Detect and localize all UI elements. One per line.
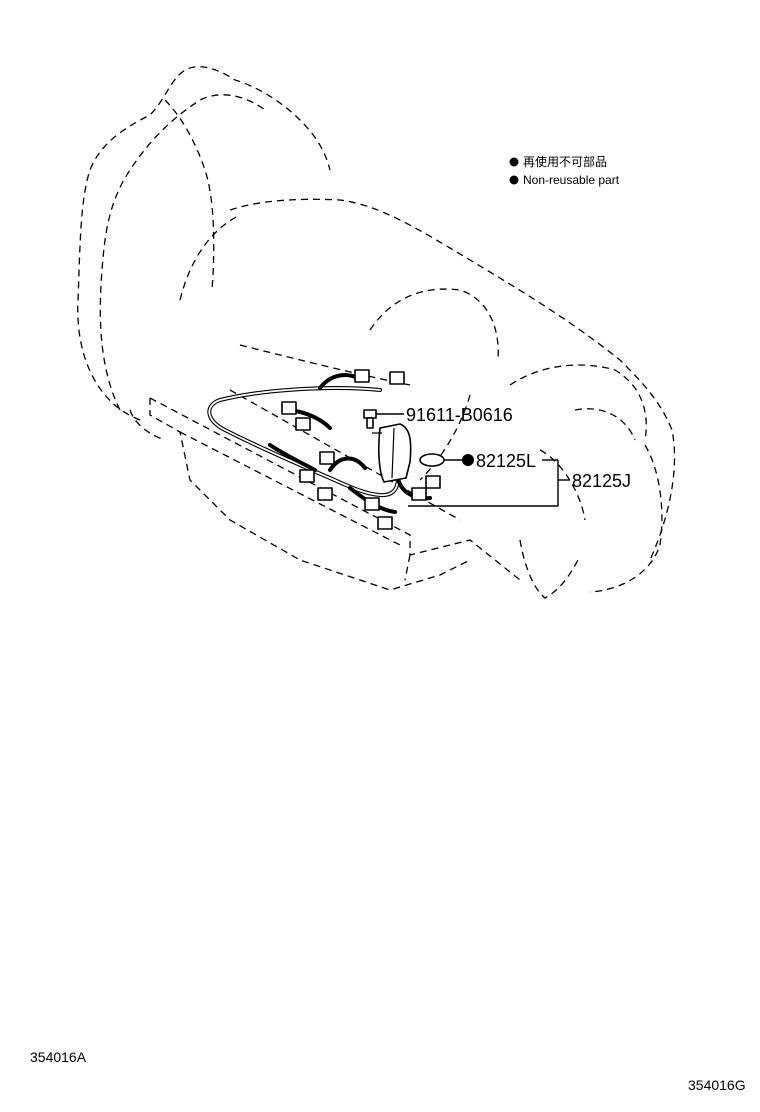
illustration-code-right: 354016G	[688, 1077, 746, 1093]
connector	[281, 401, 297, 415]
connector	[377, 516, 393, 530]
connector	[299, 469, 315, 483]
connector	[317, 487, 333, 501]
connector	[364, 497, 380, 511]
harness-bracket	[408, 459, 570, 507]
connector	[295, 417, 311, 431]
legend-japanese-text: 再使用不可部品	[523, 154, 607, 169]
harness-grommet	[378, 423, 412, 483]
connector	[425, 475, 441, 489]
connector	[389, 371, 405, 385]
legend-english-text: Non-reusable part	[523, 173, 620, 187]
non-reusable-mark-icon	[462, 454, 474, 466]
bolt-part-number: 91611-B0616	[406, 405, 513, 425]
connector	[411, 487, 427, 501]
harness-part-number: 82125J	[572, 471, 631, 491]
wire-harness-drawing	[207, 369, 441, 530]
bolt-drawing	[363, 409, 404, 429]
legend: 再使用不可部品 Non-reusable part	[509, 154, 620, 187]
non-reusable-bullet-icon	[509, 175, 519, 185]
transmission-housing	[77, 66, 676, 599]
gasket-part-number: 82125L	[476, 451, 536, 471]
illustration-code-left: 354016A	[30, 1049, 87, 1065]
gasket-ring	[419, 453, 445, 467]
connector	[354, 369, 370, 383]
connector	[319, 451, 335, 465]
non-reusable-bullet-icon	[509, 157, 519, 167]
